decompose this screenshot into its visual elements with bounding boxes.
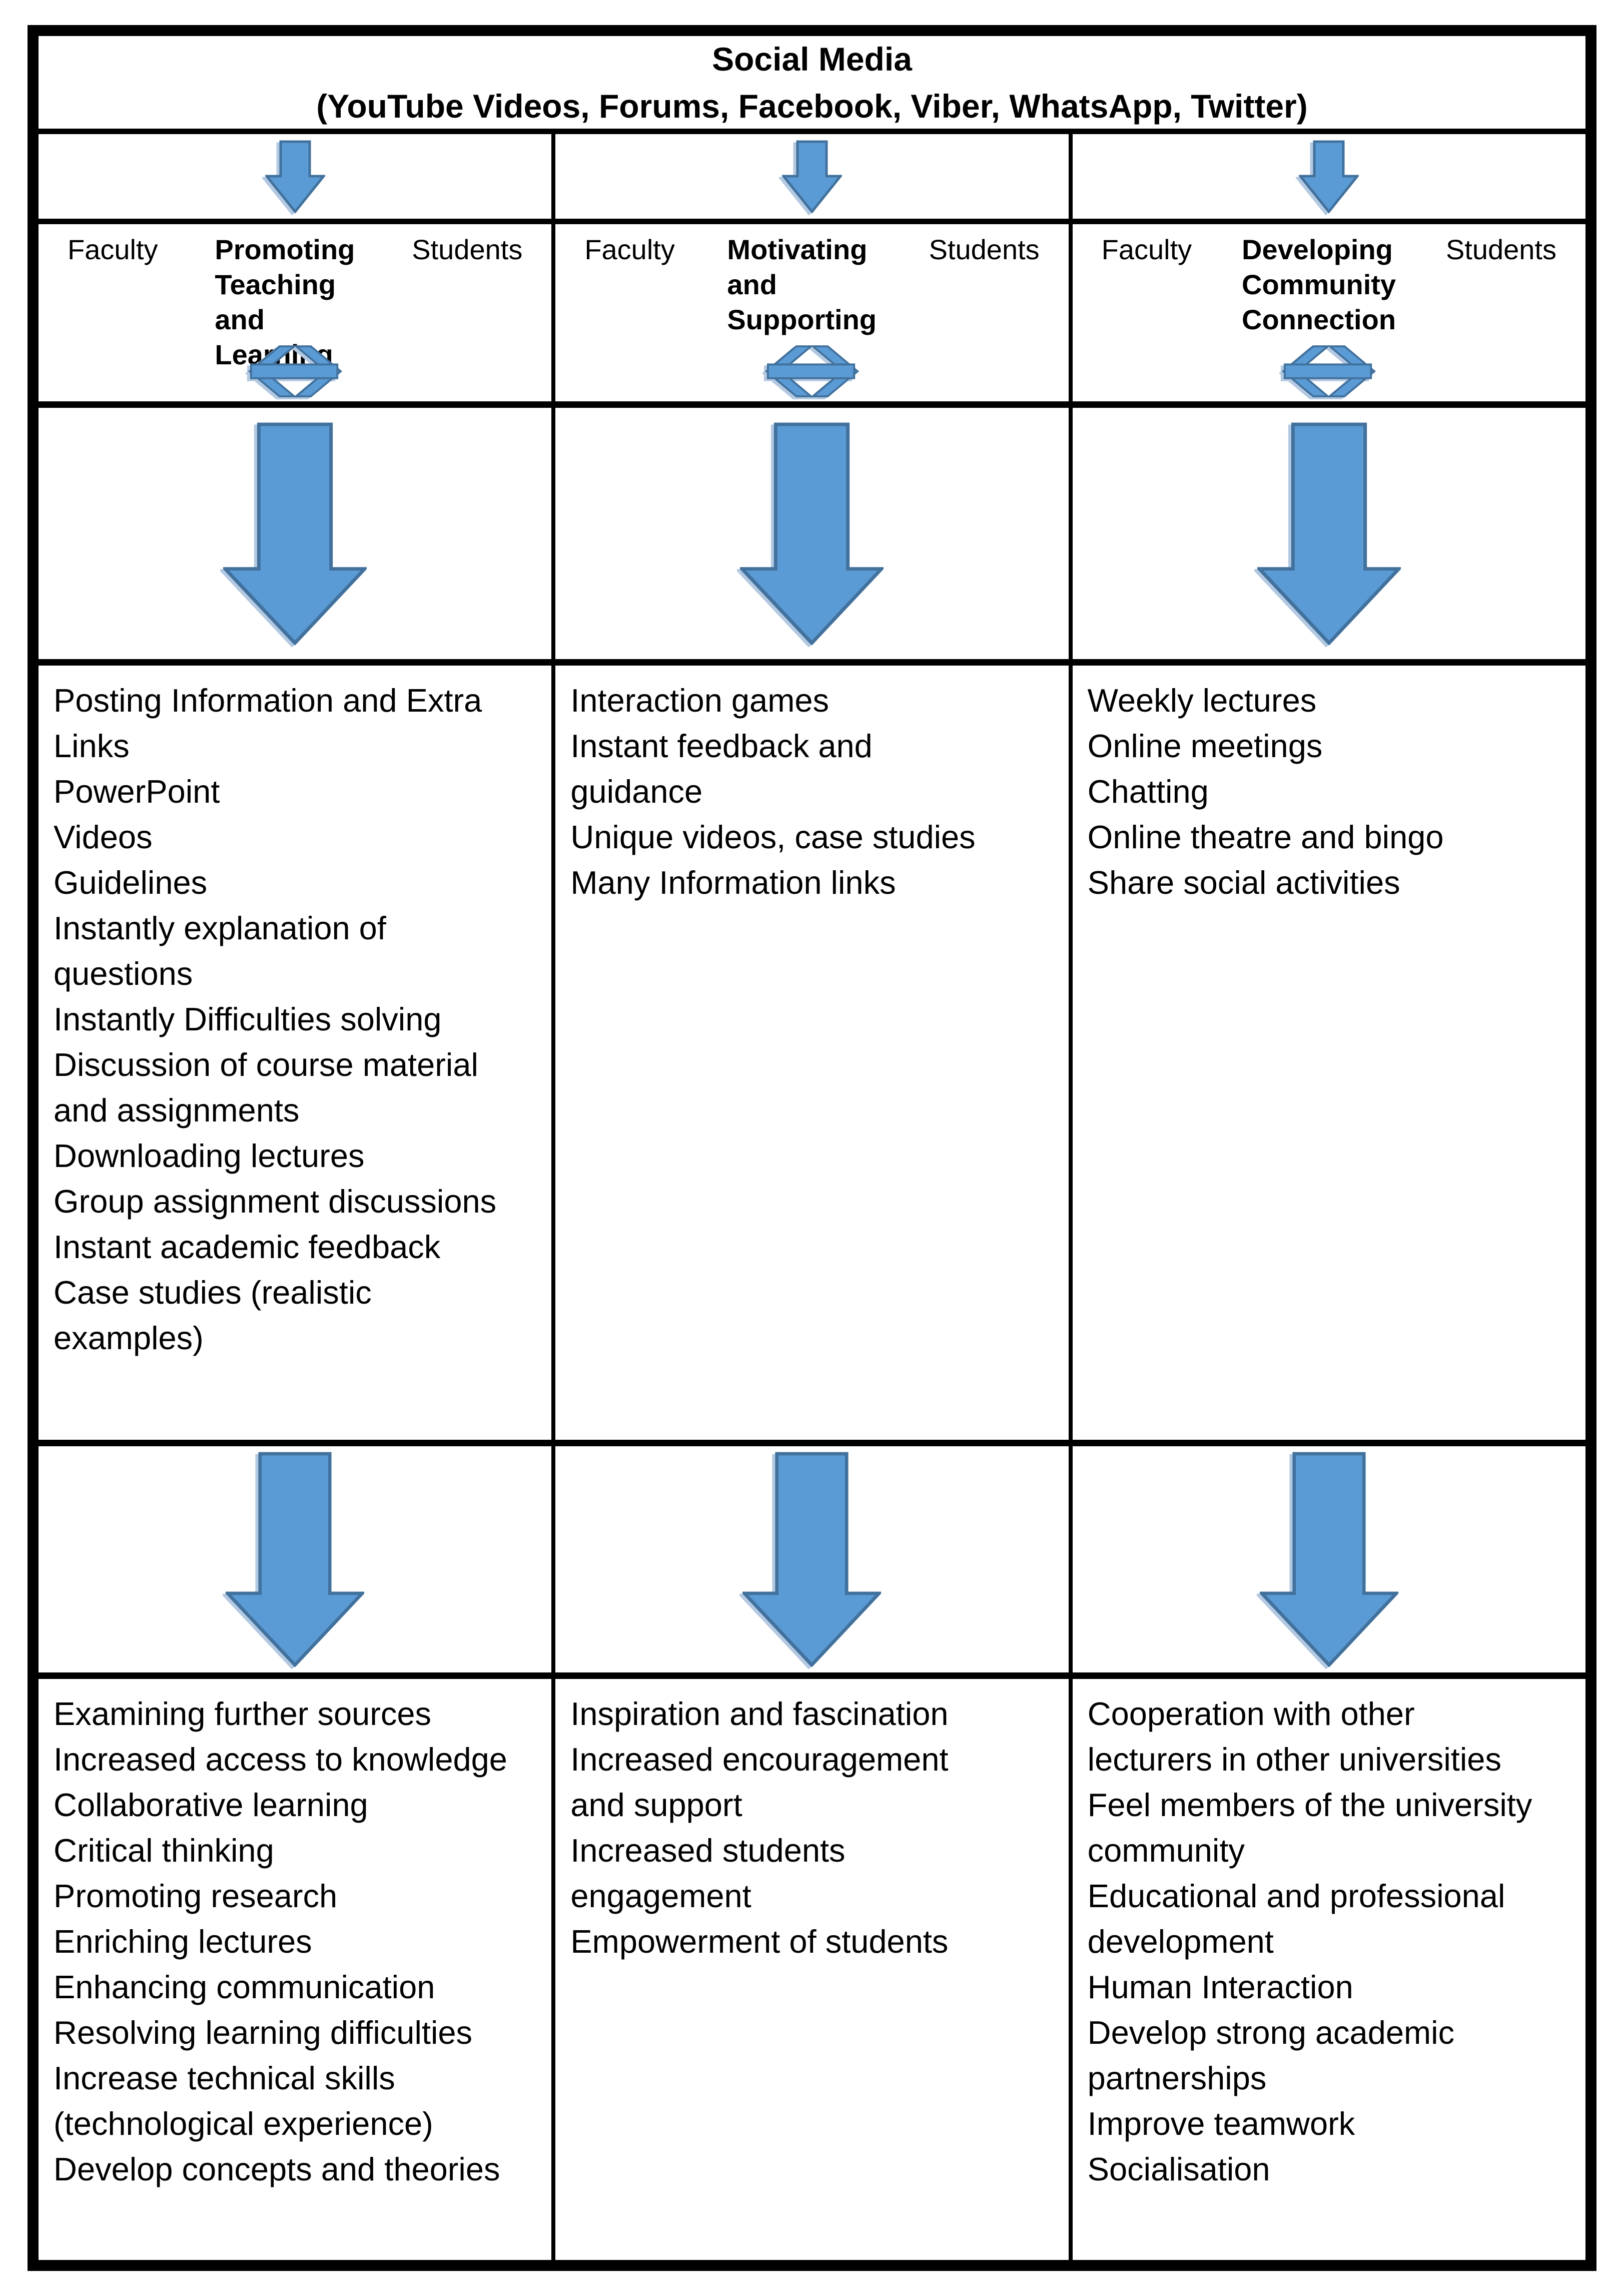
list-item: Feel members of the university community (1087, 1787, 1532, 1869)
page-subtitle: (YouTube Videos, Forums, Facebook, Viber… (316, 87, 1308, 125)
list-item: Downloading lectures (54, 1137, 365, 1174)
column-header-row: Faculty Promoting Teaching and Learning … (39, 224, 1585, 408)
list-item: Develop strong academic partnerships (1087, 2014, 1455, 2096)
list-item: Examining further sources (54, 1695, 432, 1732)
source-arrow-band (39, 134, 1585, 224)
column-header-promoting-teaching: Faculty Promoting Teaching and Learning … (39, 224, 551, 401)
left-right-arrow-icon (764, 345, 860, 397)
outcomes-list-community-connection: Cooperation with other lecturers in othe… (1068, 1679, 1585, 2260)
down-arrow-icon (265, 140, 325, 213)
list-item: Cooperation with other lecturers in othe… (1087, 1695, 1501, 1778)
list-item: Improve teamwork (1087, 2105, 1355, 2142)
source-arrow-cell (551, 134, 1068, 219)
list-item: Increase technical skills (technological… (54, 2060, 433, 2142)
list-item: Develop concepts and theories (54, 2151, 500, 2187)
role-title: Promoting Teaching and Learning (215, 234, 355, 370)
list-item: Discussion of course material and assign… (54, 1046, 478, 1128)
list-item: Increased access to knowledge (54, 1741, 507, 1778)
list-item: Instant feedback and guidance (570, 728, 873, 810)
list-item: Educational and professional development (1087, 1878, 1505, 1960)
list-item: Weekly lectures (1087, 682, 1317, 719)
list-item: Posting Information and Extra Links (54, 682, 482, 764)
students-label: Students (412, 234, 523, 265)
down-arrow-icon (1257, 422, 1401, 645)
list-item: Guidelines (54, 864, 208, 901)
flow-arrow-cell (39, 408, 551, 659)
list-item: Enriching lectures (54, 1923, 312, 1960)
faculty-label: Faculty (584, 234, 675, 265)
down-arrow-icon (742, 1452, 882, 1667)
list-item: Case studies (realistic examples) (54, 1274, 372, 1356)
list-item: Online meetings (1087, 728, 1323, 764)
list-item: Socialisation (1087, 2151, 1270, 2187)
down-arrow-icon (226, 1452, 365, 1667)
list-item: Online theatre and bingo (1087, 819, 1444, 855)
list-item: Group assignment discussions (54, 1183, 497, 1220)
students-label: Students (1445, 234, 1556, 265)
down-arrow-icon (781, 140, 842, 213)
list-item: Inspiration and fascination (570, 1695, 949, 1732)
faculty-label: Faculty (1101, 234, 1192, 265)
students-label: Students (929, 234, 1040, 265)
list-item: Share social activities (1087, 864, 1400, 901)
column-header-motivating-supporting: Faculty Motivating and Supporting Studen… (551, 224, 1068, 401)
page-title: Social Media (712, 41, 912, 78)
list-item: Videos (54, 819, 153, 855)
list-item: Instantly Difficulties solving (54, 1001, 442, 1037)
source-arrow-cell (39, 134, 551, 219)
social-media-title-box: Social Media (YouTube Videos, Forums, Fa… (39, 36, 1585, 134)
source-arrow-cell (1068, 134, 1585, 219)
list-item: Unique videos, case studies (570, 819, 976, 855)
list-item: Chatting (1087, 773, 1209, 810)
flow-arrow-cell (39, 1446, 551, 1672)
list-item: Instantly explanation of questions (54, 910, 386, 992)
flow-arrow-band-outcomes (39, 1446, 1585, 1679)
left-right-arrow-icon (248, 345, 342, 397)
column-header-community-connection: Faculty Developing Community Connection … (1068, 224, 1585, 401)
left-right-arrow-icon (1282, 345, 1376, 397)
flow-arrow-cell (1068, 1446, 1585, 1672)
list-item: Enhancing communication (54, 1969, 435, 2005)
list-item: Many Information links (570, 864, 896, 901)
role-title: Motivating and Supporting (727, 234, 877, 335)
down-arrow-icon (1299, 140, 1359, 213)
list-item: Increased encouragement and support (570, 1741, 949, 1823)
diagram-frame: Social Media (YouTube Videos, Forums, Fa… (28, 25, 1596, 2271)
list-item: Critical thinking (54, 1832, 274, 1869)
flow-arrow-cell (551, 408, 1068, 659)
list-item: Promoting research (54, 1878, 338, 1914)
list-item: Increased students engagement (570, 1832, 846, 1914)
list-item: Human Interaction (1087, 1969, 1353, 2005)
list-item: Resolving learning difficulties (54, 2014, 473, 2051)
list-item: Empowerment of students (570, 1923, 949, 1960)
down-arrow-icon (1259, 1452, 1398, 1667)
down-arrow-icon (740, 422, 884, 645)
list-item: PowerPoint (54, 773, 220, 810)
flow-arrow-cell (551, 1446, 1068, 1672)
list-item: Interaction games (570, 682, 829, 719)
flow-arrow-cell (1068, 408, 1585, 659)
role-title: Developing Community Connection (1242, 234, 1396, 335)
list-item: Collaborative learning (54, 1787, 368, 1823)
flow-arrow-band-activities (39, 408, 1585, 666)
list-item: Instant academic feedback (54, 1229, 441, 1265)
faculty-label: Faculty (68, 234, 158, 265)
down-arrow-icon (223, 422, 367, 645)
